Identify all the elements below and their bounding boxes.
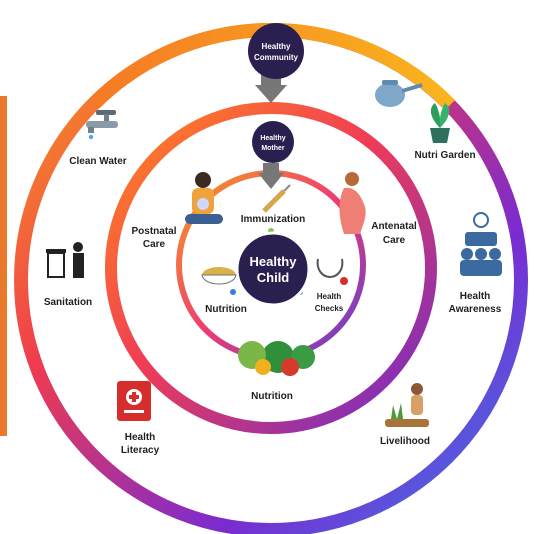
label-postnatal-care-line2: Care <box>143 239 166 250</box>
label-clean-water: Clean Water <box>69 156 127 167</box>
soup-bowl-icon <box>201 267 237 285</box>
label-middle-nutrition: Nutrition <box>251 391 293 402</box>
label-immunization: Immunization <box>241 214 305 225</box>
hub-mother-line1: Healthy <box>260 135 285 142</box>
label-postnatal-care-line1: Postnatal <box>131 226 176 237</box>
label-livelihood: Livelihood <box>380 436 430 447</box>
hub-healthy-child: Healthy Child <box>235 231 311 307</box>
hub-healthy-mother: Healthy Mother <box>252 121 294 163</box>
arrow-mother-to-child <box>258 163 284 189</box>
vegetables-icon <box>238 341 315 376</box>
faucet-icon <box>86 110 118 140</box>
label-health-checks-line2: Checks <box>315 304 344 313</box>
middle-ring <box>105 102 437 434</box>
farmer-icon <box>385 383 429 427</box>
pregnant-woman-icon <box>339 172 366 234</box>
label-antenatal-care-line1: Antenatal <box>371 221 417 232</box>
potted-plant-icon <box>430 103 450 143</box>
label-antenatal-care-line2: Care <box>383 235 406 246</box>
label-sanitation: Sanitation <box>44 297 92 308</box>
label-inner-nutrition: Nutrition <box>205 304 247 315</box>
label-health-checks-line1: Health <box>317 292 342 301</box>
stethoscope-icon <box>316 258 348 285</box>
hub-community-line1: Healthy <box>262 42 291 51</box>
hub-healthy-community: Healthy Community <box>248 23 304 79</box>
label-nutri-garden: Nutri Garden <box>414 150 475 161</box>
hub-community-line2: Community <box>254 53 299 62</box>
label-health-literacy-line1: Health <box>125 432 156 443</box>
hub-child-line1: Healthy <box>250 254 298 269</box>
syringe-icon <box>262 184 291 213</box>
hub-child-line2: Child <box>257 270 290 285</box>
hub-mother-line2: Mother <box>261 145 285 152</box>
label-health-awareness-line2: Awareness <box>449 304 502 315</box>
first-aid-book-icon <box>117 381 151 421</box>
group-awareness-icon <box>460 212 502 276</box>
trash-bin-person-icon <box>46 242 84 278</box>
mother-baby-icon <box>185 172 223 224</box>
watering-can-icon <box>375 80 423 107</box>
accent-side-bar <box>0 96 7 436</box>
label-health-literacy-line2: Literacy <box>121 445 160 456</box>
inner-ring-dot-left <box>230 289 236 295</box>
label-health-awareness-line1: Health <box>460 291 491 302</box>
